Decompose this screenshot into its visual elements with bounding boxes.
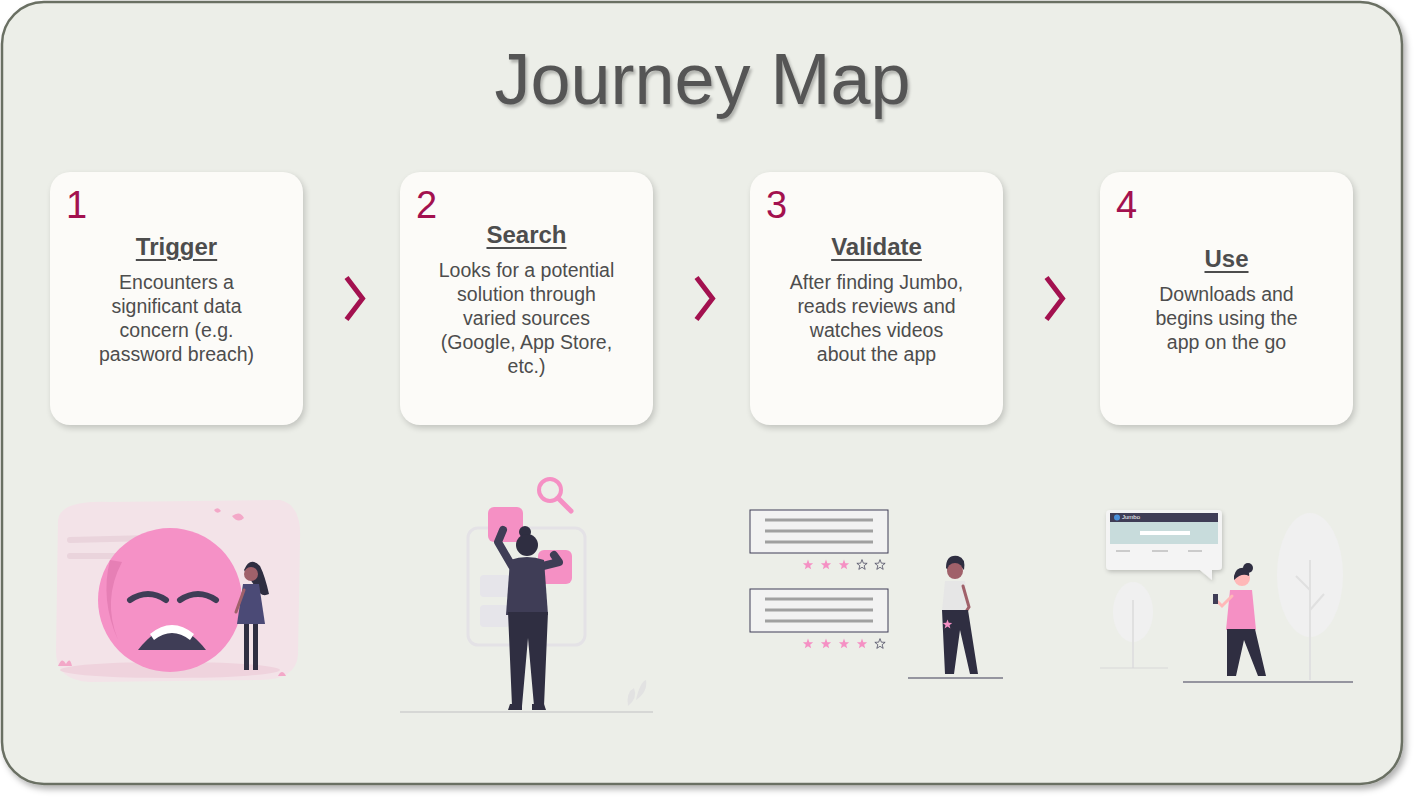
search-illustration-part xyxy=(488,507,523,542)
reviews-illustration xyxy=(750,510,1003,678)
search-illustration-part xyxy=(400,711,653,713)
search-illustration-part xyxy=(508,612,548,706)
reviews-illustration-part xyxy=(803,639,813,649)
reviews-illustration-part xyxy=(875,639,885,649)
reviews-illustration-part xyxy=(750,589,888,632)
step-number: 4 xyxy=(1116,186,1137,224)
upset-face-illustration xyxy=(56,500,300,682)
search-illustration xyxy=(400,479,653,712)
step-heading: Trigger xyxy=(136,232,217,262)
app-use-illustration-part xyxy=(1114,515,1120,521)
app-use-illustration-part xyxy=(1116,550,1202,552)
upset-face-illustration-part xyxy=(58,660,72,666)
app-use-illustration-part xyxy=(1213,594,1218,604)
app-use-illustration-part xyxy=(1217,596,1232,606)
upset-face-illustration-part xyxy=(237,584,265,624)
app-use-illustration-part xyxy=(1106,510,1222,580)
step-number: 2 xyxy=(416,186,437,224)
step-heading: Validate xyxy=(831,232,922,262)
step-description: Looks for a potential solution through v… xyxy=(439,258,615,378)
reviews-illustration-part xyxy=(908,677,1003,678)
search-illustration-part xyxy=(516,534,538,556)
journey-step-card: 3ValidateAfter finding Jumbo, reads revi… xyxy=(750,172,1003,425)
app-use-illustration-part xyxy=(1234,568,1249,580)
reviews-illustration-part xyxy=(803,560,813,570)
search-illustration-part xyxy=(498,530,512,566)
upset-face-illustration-part xyxy=(56,500,300,682)
search-illustration-part xyxy=(506,557,548,615)
page-frame xyxy=(2,2,1402,784)
reviews-illustration-part xyxy=(947,563,963,579)
upset-face-illustration-part xyxy=(244,567,258,581)
upset-face-illustration-part xyxy=(214,508,221,513)
app-use-illustration-part xyxy=(1110,513,1218,522)
app-use-illustration-part xyxy=(1296,560,1324,680)
reviews-illustration-part xyxy=(839,560,849,570)
app-use-illustration-part-part xyxy=(1200,570,1212,580)
page-frame-part xyxy=(2,2,1402,784)
upset-face-illustration-part xyxy=(130,594,166,600)
reviews-illustration-part xyxy=(857,639,867,649)
chevron-connector xyxy=(653,278,750,320)
search-illustration-part xyxy=(480,575,510,597)
reviews-illustration-part xyxy=(821,560,831,570)
reviews-illustration-part xyxy=(839,639,849,649)
step-heading: Search xyxy=(486,220,566,250)
search-illustration-part xyxy=(508,704,546,710)
app-use-illustration-part xyxy=(1140,531,1190,535)
search-illustration-part xyxy=(628,680,647,706)
connector-line xyxy=(653,298,750,300)
chevron-connector xyxy=(1003,278,1100,320)
upset-face-illustration-part xyxy=(180,594,216,600)
upset-face-illustration-part xyxy=(244,624,249,670)
step-description: Encounters a significant data concern (e… xyxy=(89,270,265,366)
step-number: 3 xyxy=(766,186,787,224)
chevron-arrowhead xyxy=(1047,278,1063,320)
chevron-connector xyxy=(303,278,400,320)
connector-line xyxy=(1003,298,1100,300)
reviews-illustration-part xyxy=(750,510,888,553)
upset-face-illustration-part xyxy=(253,624,258,670)
chevron-arrowhead xyxy=(697,278,713,320)
search-illustration-part xyxy=(480,605,510,627)
journey-step-card: 1TriggerEncounters a significant data co… xyxy=(50,172,303,425)
app-logo-text: Jumbo xyxy=(1122,514,1140,520)
step-heading: Use xyxy=(1204,244,1248,274)
upset-face-illustration-part xyxy=(106,560,122,640)
step-description: Downloads and begins using the app on th… xyxy=(1139,282,1315,354)
app-use-illustration xyxy=(1100,510,1353,682)
chevron-arrowhead xyxy=(347,278,363,320)
reviews-illustration-part xyxy=(765,599,873,621)
journey-step-card: 2SearchLooks for a potential solution th… xyxy=(400,172,653,425)
app-use-illustration-part xyxy=(1110,522,1218,544)
journey-step-card: 4UseDownloads and begins using the app o… xyxy=(1100,172,1353,425)
search-illustration-part xyxy=(543,555,559,566)
upset-face-illustration-part xyxy=(98,528,242,672)
app-use-illustration-part xyxy=(1100,667,1168,668)
reviews-illustration-part xyxy=(943,620,952,629)
page-title: Journey Map xyxy=(0,36,1405,122)
reviews-illustration-part xyxy=(821,639,831,649)
app-use-illustration-part xyxy=(1183,681,1353,682)
upset-face-illustration-part xyxy=(150,625,194,640)
upset-face-illustration-part xyxy=(278,672,286,676)
step-description: After finding Jumbo, reads reviews and w… xyxy=(789,270,965,366)
reviews-illustration-part xyxy=(765,520,873,542)
app-use-illustration-part xyxy=(1227,629,1266,676)
reviews-illustration-part xyxy=(875,560,885,570)
app-use-illustration-part-part xyxy=(1106,510,1222,570)
reviews-illustration-part xyxy=(857,560,867,570)
reviews-illustration-part xyxy=(942,610,978,674)
step-number: 1 xyxy=(66,186,87,224)
search-illustration-part xyxy=(558,498,571,511)
upset-face-illustration-part xyxy=(236,590,244,612)
upset-face-illustration-part xyxy=(232,513,244,520)
app-use-illustration-part xyxy=(1132,600,1134,668)
connector-line xyxy=(303,298,400,300)
